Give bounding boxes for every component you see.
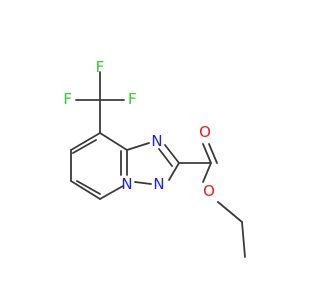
- bond: [72, 139, 97, 154]
- fluorine-label: F: [96, 58, 105, 76]
- bond: [241, 221, 246, 258]
- oxygen-label: O: [203, 182, 215, 200]
- bond: [70, 132, 101, 151]
- bond: [164, 144, 180, 164]
- bond: [217, 201, 243, 223]
- bond: [99, 185, 124, 200]
- fluorine-label: F: [63, 90, 72, 108]
- bond: [168, 162, 180, 181]
- nitrogen-label: N: [153, 175, 164, 193]
- fluorine-label: F: [128, 90, 137, 108]
- bond: [99, 132, 128, 151]
- oxygen-label: O: [199, 123, 211, 141]
- bond: [76, 180, 101, 195]
- bond: [126, 142, 150, 151]
- bond: [208, 143, 218, 164]
- nitrogen-label: N: [151, 132, 162, 150]
- bond: [70, 180, 101, 200]
- molecule-diagram: F F F N N N O O: [63, 58, 246, 258]
- bond: [202, 162, 212, 183]
- bond-group: [70, 71, 246, 258]
- bond: [134, 181, 152, 185]
- bond: [202, 143, 212, 164]
- atom-labels: F F F N N N O O: [63, 58, 215, 200]
- nitrogen-label: N: [121, 175, 132, 193]
- bond: [158, 148, 173, 167]
